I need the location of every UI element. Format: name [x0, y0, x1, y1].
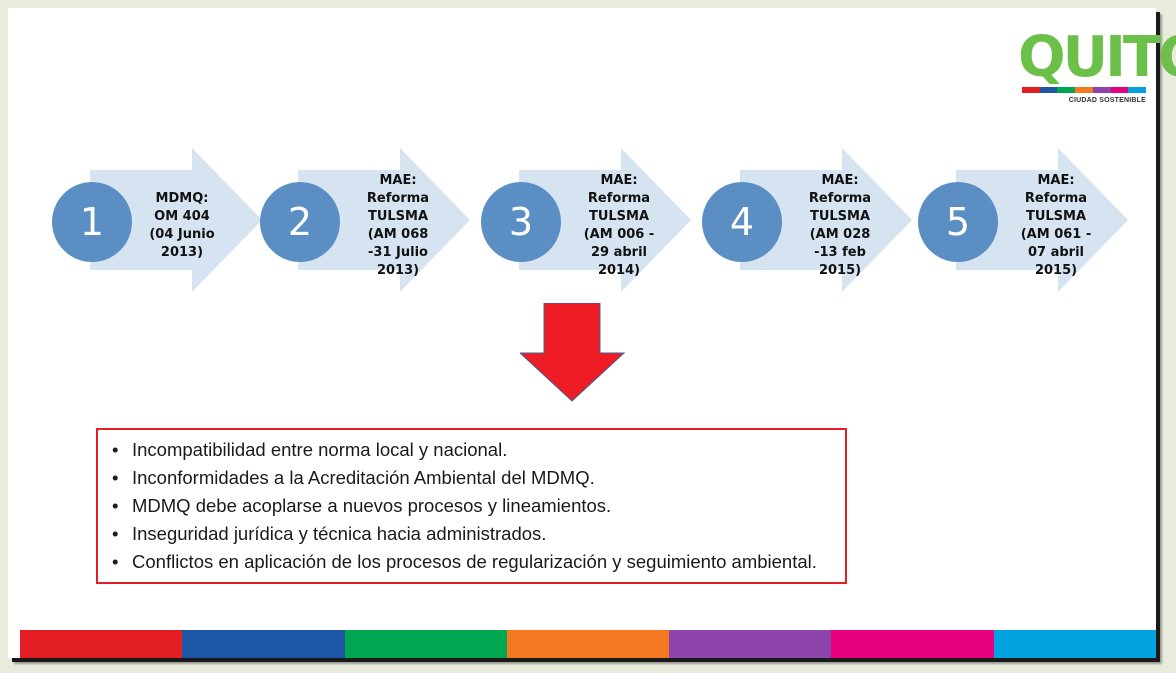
process-step-3: 3 MAE: Reforma TULSMA (AM 006 - 29 abril…	[481, 148, 703, 298]
list-item: • Conflictos en aplicación de los proceso…	[110, 548, 835, 576]
process-step-4: 4 MAE: Reforma TULSMA (AM 028 -13 feb 20…	[702, 148, 924, 298]
step-arrow-shape	[298, 148, 470, 292]
list-item: • Inconformidades a la Acreditación Ambie…	[110, 464, 835, 492]
logo-tagline: CIUDAD SOSTENIBLE	[1068, 97, 1146, 104]
logo-stripe-orange	[1075, 87, 1093, 93]
step-arrow-shape	[90, 148, 262, 292]
process-step-1: 1 MDMQ: OM 404 (04 Junio 2013)	[52, 148, 274, 298]
footer-segment-magenta	[831, 630, 994, 658]
logo-stripe-blue	[1039, 87, 1058, 93]
step-label: MAE: Reforma TULSMA (AM 006 - 29 abril 2…	[583, 173, 655, 278]
logo-wordmark: QUITO	[1018, 25, 1176, 90]
logo-stripe-cyan	[1128, 87, 1147, 93]
footer-segment-purple	[669, 630, 832, 658]
footer-segment-red	[20, 630, 183, 658]
step-arrow-shape	[956, 148, 1128, 292]
footer-segment-green	[344, 630, 507, 658]
process-step-5: 5 MAE: Reforma TULSMA (AM 061 - 07 abril…	[918, 148, 1140, 298]
footer-color-bar	[20, 630, 1156, 658]
slide: QUITO CIUDAD SOSTENIBLE 1 MDMQ: OM 404 (…	[8, 8, 1176, 658]
bullet-marker: •	[112, 523, 119, 544]
list-item-text: Incompatibilidad entre norma local y nac…	[132, 439, 508, 460]
step-label: MAE: Reforma TULSMA (AM 061 - 07 abril 2…	[1020, 173, 1092, 278]
list-item: • Incompatibilidad entre norma local y na…	[110, 436, 835, 464]
logo-stripe-purple	[1092, 87, 1111, 93]
bullet-marker: •	[112, 495, 119, 516]
list-item-text: Conflictos en aplicación de los procesos…	[132, 551, 817, 572]
down-arrow-icon	[520, 303, 626, 402]
bullet-marker: •	[112, 439, 119, 460]
consequences-list: • Incompatibilidad entre norma local y na…	[110, 436, 835, 576]
step-arrow-shape	[740, 148, 912, 292]
step-number: 2	[260, 182, 340, 262]
bullet-marker: •	[112, 467, 119, 488]
list-item-text: Inseguridad jurídica y técnica hacia adm…	[132, 523, 547, 544]
step-label: MDMQ: OM 404 (04 Junio 2013)	[149, 191, 215, 260]
bullet-marker: •	[112, 551, 119, 572]
step-label: MAE: Reforma TULSMA (AM 068 -31 Julio 20…	[366, 173, 430, 278]
list-item-text: Inconformidades a la Acreditación Ambien…	[132, 467, 595, 488]
list-item: • Inseguridad jurídica y técnica hacia ad…	[110, 520, 835, 548]
logo-stripe-red	[1022, 87, 1040, 93]
step-label: MAE: Reforma TULSMA (AM 028 -13 feb 2015…	[808, 173, 872, 278]
logo-color-stripe	[1022, 87, 1147, 93]
list-item: • MDMQ debe acoplarse a nuevos procesos y…	[110, 492, 835, 520]
step-arrow-shape	[519, 148, 691, 292]
step-number: 3	[481, 182, 561, 262]
step-number: 4	[702, 182, 782, 262]
step-number: 5	[918, 182, 998, 262]
footer-segment-blue	[182, 630, 345, 658]
consequences-box: • Incompatibilidad entre norma local y na…	[96, 428, 847, 584]
step-number: 1	[52, 182, 132, 262]
footer-segment-cyan	[993, 630, 1156, 658]
logo-stripe-magenta	[1110, 87, 1129, 93]
process-step-2: 2 MAE: Reforma TULSMA (AM 068 -31 Julio …	[260, 148, 482, 298]
list-item-text: MDMQ debe acoplarse a nuevos procesos y …	[132, 495, 612, 516]
footer-segment-orange	[506, 630, 670, 658]
logo-stripe-green	[1057, 87, 1076, 93]
quito-logo: QUITO CIUDAD SOSTENIBLE	[1018, 25, 1176, 122]
